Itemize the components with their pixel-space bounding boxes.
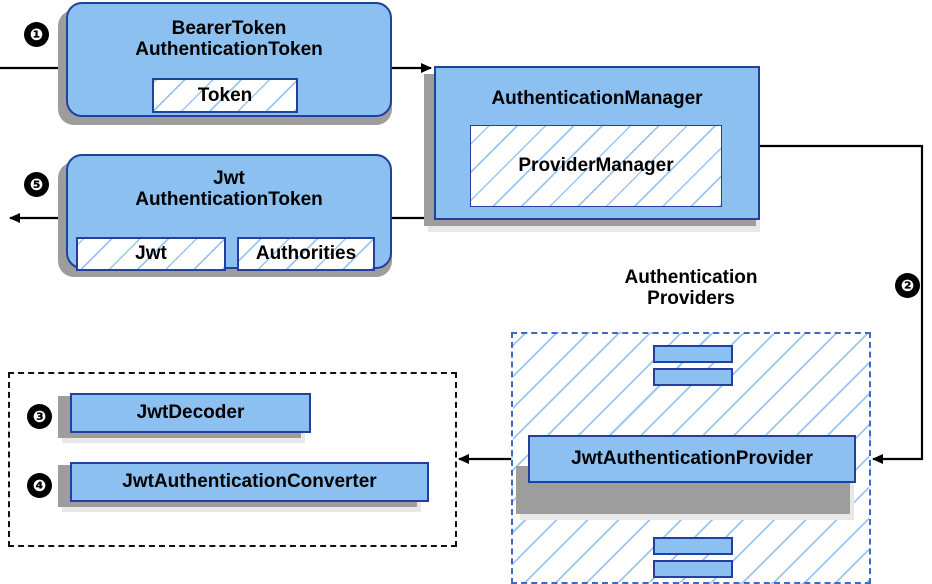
- jwt-decoder-label: JwtDecoder: [136, 401, 245, 423]
- provider-placeholder-bar-top-1: [653, 345, 733, 363]
- node-jwt-authentication-token[interactable]: Jwt AuthenticationToken: [66, 154, 392, 269]
- field-token[interactable]: Token: [152, 78, 298, 113]
- node-jwt-authentication-provider[interactable]: JwtAuthenticationProvider: [528, 435, 856, 483]
- authentication-providers-label: Authentication Providers: [560, 267, 822, 310]
- bearer-token-title-line1: BearerToken: [171, 17, 287, 39]
- step-bullet-4: ❹: [27, 473, 52, 498]
- authentication-providers-label-line1: Authentication: [624, 267, 758, 288]
- jwt-token-title-line1: Jwt: [213, 167, 245, 189]
- field-authorities[interactable]: Authorities: [237, 237, 375, 271]
- jwt-support-components-container: [8, 372, 457, 547]
- authentication-providers-label-line2: Providers: [647, 287, 735, 309]
- arrow-manager-to-provider: [760, 144, 924, 464]
- step-bullet-3: ❸: [27, 404, 52, 429]
- provider-placeholder-bar-top-2: [653, 368, 733, 386]
- jwt-authentication-converter-label: JwtAuthenticationConverter: [122, 470, 377, 492]
- jwt-authentication-provider-label: JwtAuthenticationProvider: [571, 447, 813, 469]
- node-jwt-authentication-converter[interactable]: JwtAuthenticationConverter: [70, 462, 429, 502]
- bearer-token-title-line2: AuthenticationToken: [135, 38, 323, 60]
- step-bullet-2: ❷: [895, 273, 920, 298]
- node-jwt-decoder[interactable]: JwtDecoder: [70, 393, 311, 433]
- provider-placeholder-bar-bottom-1: [653, 537, 733, 555]
- provider-placeholder-bar-bottom-2: [653, 560, 733, 578]
- field-jwt[interactable]: Jwt: [76, 237, 226, 271]
- authentication-manager-title: AuthenticationManager: [491, 88, 703, 109]
- step-bullet-1: ❶: [24, 22, 49, 47]
- jwt-token-title-line2: AuthenticationToken: [135, 188, 323, 210]
- step-bullet-5: ❺: [24, 172, 49, 197]
- inner-provider-manager[interactable]: ProviderManager: [470, 125, 722, 207]
